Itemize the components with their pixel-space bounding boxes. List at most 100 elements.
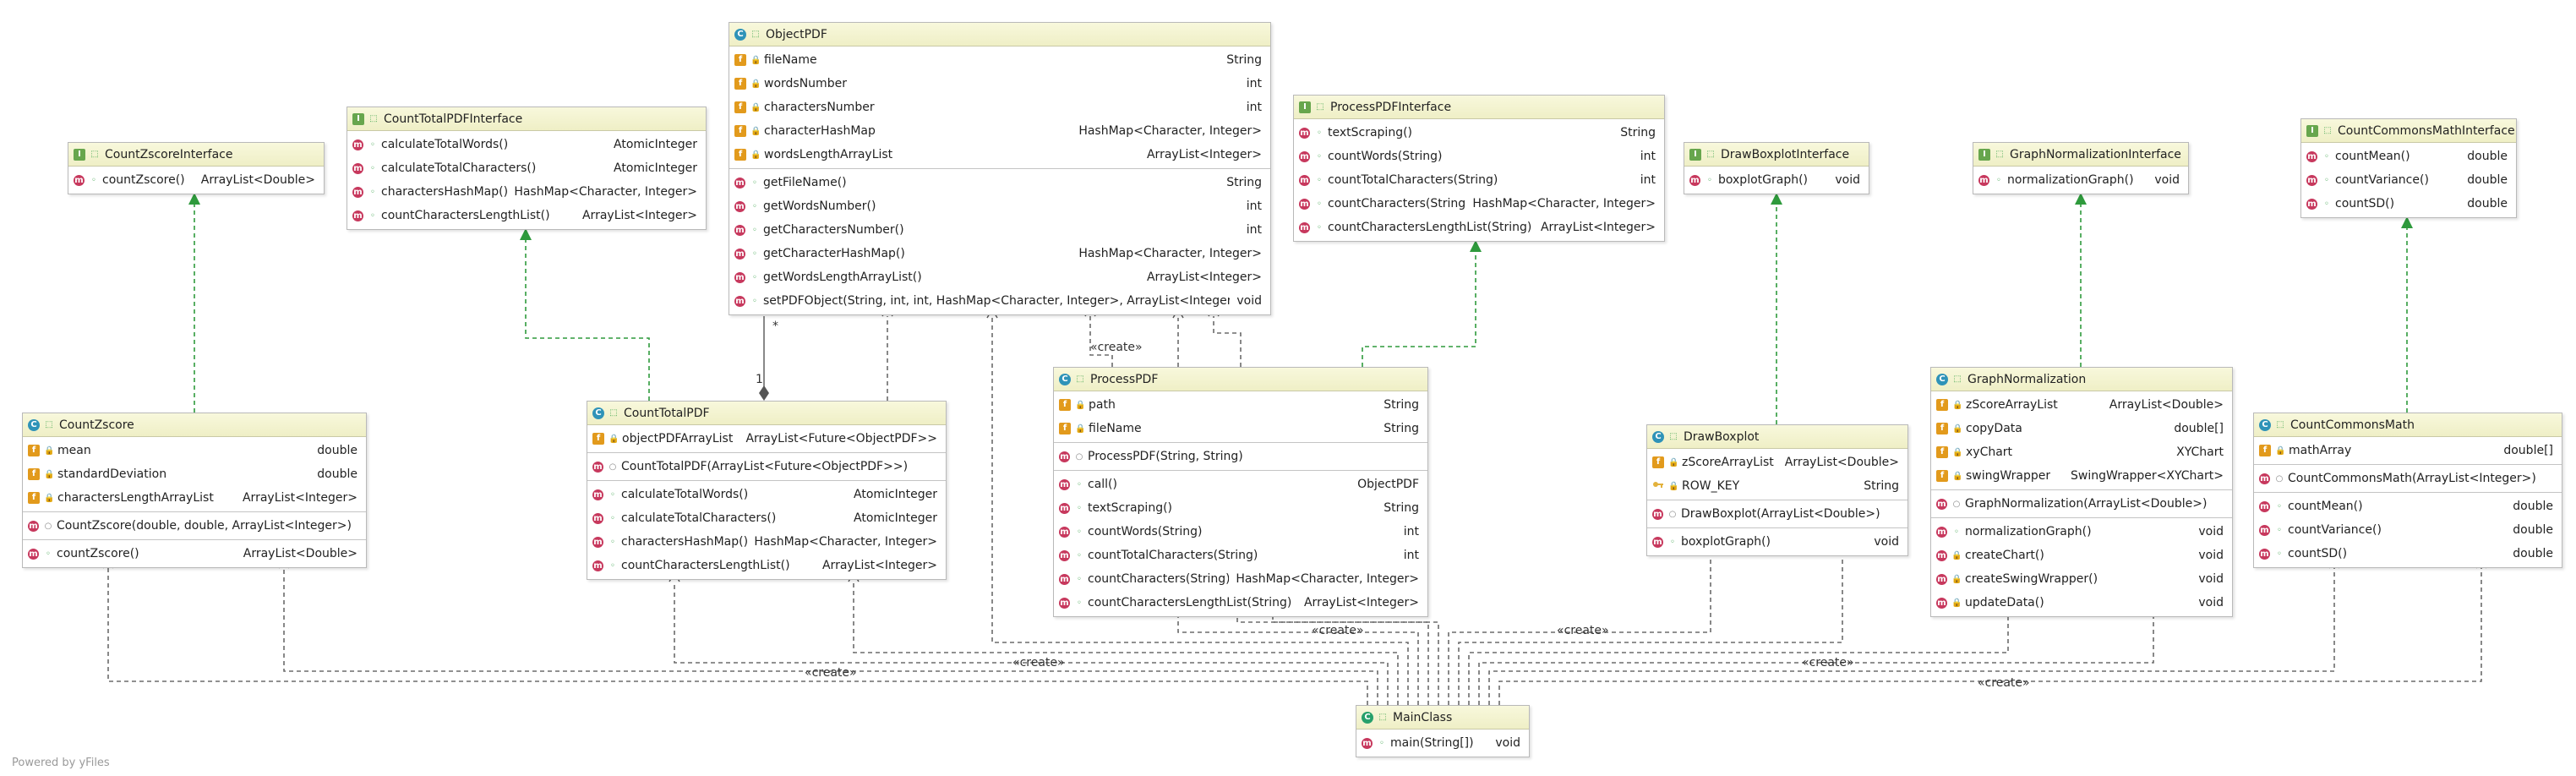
- method-row[interactable]: m○CountZscore(double, double, ArrayList<…: [23, 514, 366, 538]
- method-row[interactable]: m○GraphNormalization(ArrayList<Double>): [1931, 492, 2232, 516]
- method-row[interactable]: m◦textScraping()String: [1054, 496, 1427, 520]
- method-row[interactable]: m◦countWords(String)int: [1294, 145, 1664, 168]
- method-row[interactable]: m◦countZscore()ArrayList<Double>: [68, 168, 324, 192]
- method-row[interactable]: m◦countWords(String)int: [1054, 520, 1427, 544]
- class-header[interactable]: I⬚GraphNormalizationInterface: [1973, 143, 2188, 167]
- method-row[interactable]: m◦countCharactersLengthList()ArrayList<I…: [347, 204, 706, 227]
- method-row[interactable]: m◦call()ObjectPDF: [1054, 473, 1427, 496]
- method-row[interactable]: m🔒createSwingWrapper()void: [1931, 567, 2232, 591]
- method-row[interactable]: m◦countVariance()double: [2301, 168, 2516, 192]
- method-row[interactable]: m◦boxplotGraph()void: [1684, 168, 1869, 192]
- class-header[interactable]: C⬚CountTotalPDF: [587, 402, 946, 425]
- method-row[interactable]: m○CountCommonsMath(ArrayList<Integer>): [2254, 467, 2562, 490]
- method-row[interactable]: m◦setPDFObject(String, int, int, HashMap…: [729, 289, 1270, 313]
- class-header[interactable]: I⬚CountZscoreInterface: [68, 143, 324, 167]
- method-row[interactable]: m🔒createChart()void: [1931, 544, 2232, 567]
- method-row[interactable]: m◦countCharactersLengthList(String)Array…: [1054, 591, 1427, 615]
- method-row[interactable]: m◦getFileName()String: [729, 171, 1270, 194]
- method-row[interactable]: m◦countCharacters(String)HashMap<Charact…: [1054, 567, 1427, 591]
- method-row[interactable]: m◦countCharacters(String)HashMap<Charact…: [1294, 192, 1664, 216]
- class-header[interactable]: I⬚CountTotalPDFInterface: [347, 107, 706, 131]
- method-row[interactable]: m◦countCharactersLengthList()ArrayList<I…: [587, 554, 946, 577]
- method-row[interactable]: m◦getWordsLengthArrayList()ArrayList<Int…: [729, 265, 1270, 289]
- method-row[interactable]: m◦boxplotGraph()void: [1647, 530, 1907, 554]
- field-icon: f: [734, 125, 746, 137]
- class-header[interactable]: C⬚MainClass: [1356, 706, 1529, 730]
- method-row[interactable]: m◦normalizationGraph()void: [1931, 520, 2232, 544]
- method-row[interactable]: m◦getCharacterHashMap()HashMap<Character…: [729, 242, 1270, 265]
- method-row[interactable]: m◦countZscore()ArrayList<Double>: [23, 542, 366, 566]
- class-header[interactable]: C⬚ProcessPDF: [1054, 368, 1427, 391]
- method-icon: m: [2259, 473, 2270, 484]
- class-header[interactable]: C⬚ObjectPDF: [729, 23, 1270, 46]
- method-row[interactable]: m◦main(String[])void: [1356, 731, 1529, 755]
- method-row[interactable]: m◦countMean()double: [2254, 495, 2562, 518]
- method-row[interactable]: m◦calculateTotalWords()AtomicInteger: [587, 483, 946, 506]
- method-row[interactable]: m◦calculateTotalWords()AtomicInteger: [347, 133, 706, 156]
- method-row[interactable]: m◦calculateTotalCharacters()AtomicIntege…: [347, 156, 706, 180]
- method-row[interactable]: m○DrawBoxplot(ArrayList<Double>): [1647, 502, 1907, 526]
- field-icon: f: [1652, 456, 1664, 468]
- class-header[interactable]: C⬚CountZscore: [23, 413, 366, 437]
- class-header[interactable]: I⬚ProcessPDFInterface: [1294, 96, 1664, 119]
- method-row[interactable]: m◦countTotalCharacters(String)int: [1054, 544, 1427, 567]
- method-row[interactable]: m◦getCharactersNumber()int: [729, 218, 1270, 242]
- method-row[interactable]: m◦charactersHashMap()HashMap<Character, …: [347, 180, 706, 204]
- method-row[interactable]: m◦countSD()double: [2301, 192, 2516, 216]
- method-row[interactable]: m◦countTotalCharacters(String)int: [1294, 168, 1664, 192]
- class-header[interactable]: I⬚DrawBoxplotInterface: [1684, 143, 1869, 167]
- method-row[interactable]: m◦countVariance()double: [2254, 518, 2562, 542]
- class-header[interactable]: C⬚DrawBoxplot: [1647, 425, 1907, 449]
- method-row[interactable]: m○ProcessPDF(String, String): [1054, 445, 1427, 468]
- method-row[interactable]: m◦getWordsNumber()int: [729, 194, 1270, 218]
- member-name: wordsNumber: [764, 77, 847, 90]
- method-row[interactable]: m◦countMean()double: [2301, 145, 2516, 168]
- class-header[interactable]: C⬚CountCommonsMath: [2254, 413, 2562, 437]
- method-row[interactable]: m◦normalizationGraph()void: [1973, 168, 2188, 192]
- class-header[interactable]: C⬚GraphNormalization: [1931, 368, 2232, 391]
- method-row[interactable]: m◦countCharactersLengthList(String)Array…: [1294, 216, 1664, 239]
- class-header[interactable]: I⬚CountCommonsMathInterface: [2301, 119, 2516, 143]
- method-row[interactable]: m◦textScraping()String: [1294, 121, 1664, 145]
- class-name: GraphNormalizationInterface: [2010, 147, 2181, 161]
- method-row[interactable]: m○CountTotalPDF(ArrayList<Future<ObjectP…: [587, 455, 946, 478]
- method-row[interactable]: m🔒updateData()void: [1931, 591, 2232, 615]
- member-name: countCharacters(String): [1328, 197, 1466, 210]
- method-icon: m: [1059, 526, 1070, 538]
- method-row[interactable]: m◦calculateTotalCharacters()AtomicIntege…: [587, 506, 946, 530]
- method-row[interactable]: m◦charactersHashMap()HashMap<Character, …: [587, 530, 946, 554]
- method-row[interactable]: m◦countSD()double: [2254, 542, 2562, 566]
